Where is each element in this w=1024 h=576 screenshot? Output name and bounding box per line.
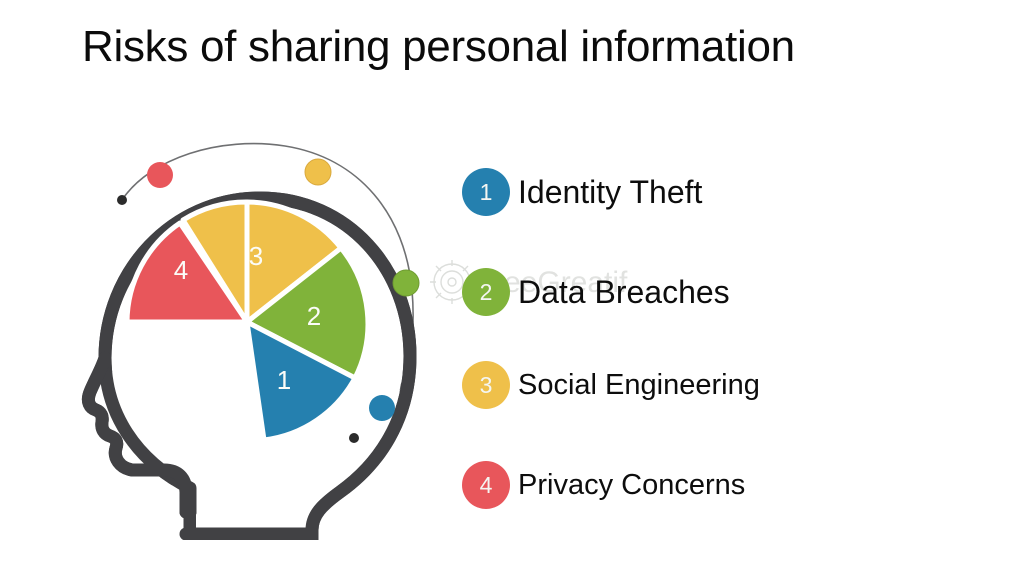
legend-label-2: Data Breaches: [518, 273, 730, 310]
legend-bullet-4: 4: [462, 461, 510, 509]
legend-item-1[interactable]: 1 Identity Theft: [462, 164, 702, 220]
legend-list: 1 Identity Theft 2 Data Breaches 3 Socia…: [462, 150, 1002, 550]
orbit-dot-red: [147, 162, 173, 188]
page-title: Risks of sharing personal information: [82, 22, 795, 71]
pie-chart-group: 4 3 2 1: [124, 199, 371, 443]
pie-segment-3b: [244, 199, 344, 325]
pie-number-1: 1: [277, 365, 291, 395]
pie-number-2: 2: [307, 301, 321, 331]
orbit-endpoint-bottom: [349, 433, 359, 443]
legend-label-1: Identity Theft: [518, 173, 703, 210]
legend-item-3[interactable]: 3 Social Engineering: [462, 357, 760, 413]
legend-label-3: Social Engineering: [518, 368, 760, 401]
head-skull-stroke: [98, 191, 417, 540]
legend-item-4[interactable]: 4 Privacy Concerns: [462, 457, 745, 513]
legend-bullet-1: 1: [462, 168, 510, 216]
orbit-dot-green: [392, 269, 420, 297]
head-infographic: 4 3 2 1: [60, 120, 460, 540]
legend-label-4: Privacy Concerns: [518, 468, 746, 501]
pie-segment-1: [244, 319, 358, 443]
legend-item-2[interactable]: 2 Data Breaches: [462, 264, 730, 320]
legend-bullet-number: 3: [479, 371, 493, 398]
legend-bullet-3: 3: [462, 361, 510, 409]
legend-bullet-number: 4: [479, 471, 493, 498]
pie-number-4: 4: [174, 255, 188, 285]
legend-bullet-2: 2: [462, 268, 510, 316]
orbit-dot-yellow: [304, 158, 332, 186]
orbit-endpoint-top: [117, 195, 127, 205]
pie-segment-4: [124, 220, 250, 325]
face-contour-stroke: [81, 351, 197, 519]
legend-bullet-number: 2: [479, 278, 493, 305]
pie-number-3: 3: [249, 241, 263, 271]
pie-segment-2: [244, 245, 371, 381]
orbit-dot-blue: [369, 395, 395, 421]
legend-bullet-number: 1: [479, 178, 493, 205]
